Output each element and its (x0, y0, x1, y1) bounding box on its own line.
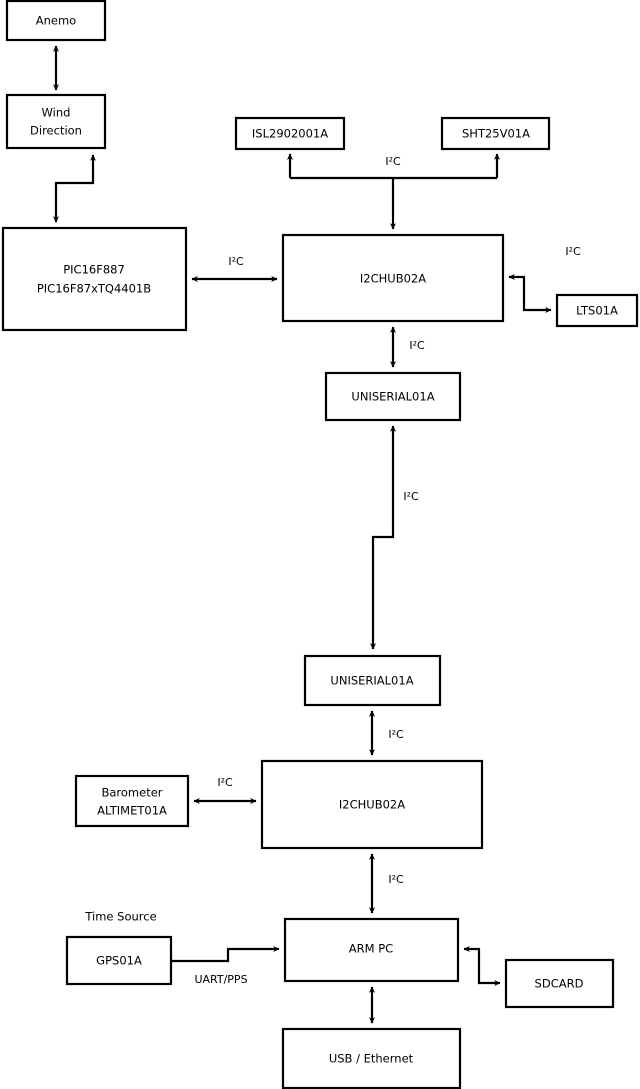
edge-pic-hub: I²C (191, 255, 278, 283)
edge-label-hub-armpc: I²C (388, 873, 404, 886)
node-label: SDCARD (535, 977, 584, 991)
edge-hub-lts: I²C (508, 245, 581, 314)
node-box[interactable] (65, 935, 173, 986)
node-box[interactable] (234, 116, 346, 151)
node-label-line1: Wind (42, 106, 71, 120)
node-barometer-altimet01a[interactable]: Barometer ALTIMET01A (74, 774, 190, 828)
node-box[interactable] (303, 654, 442, 707)
node-box[interactable] (555, 293, 639, 328)
node-box[interactable] (324, 371, 462, 422)
node-lts01a[interactable]: LTS01A (555, 293, 639, 328)
node-anemo[interactable]: Anemo (5, 0, 107, 42)
node-label: UNISERIAL01A (351, 390, 434, 404)
node-box[interactable] (5, 0, 107, 42)
node-uniserial01a-top[interactable]: UNISERIAL01A (324, 371, 462, 422)
edge-gps-armpc: UART/PPS (171, 945, 280, 986)
node-usb-ethernet[interactable]: USB / Ethernet (281, 1027, 462, 1089)
node-box[interactable] (5, 93, 107, 150)
node-wind-direction[interactable]: Wind Direction (5, 93, 107, 150)
node-gps01a[interactable]: GPS01A (65, 935, 173, 986)
edge-label-hub-uniserial-top: I²C (409, 339, 425, 352)
edge-hub-uniserial-top: I²C (389, 326, 425, 368)
edge-armpc-sdcard (463, 945, 501, 987)
node-sdcard[interactable]: SDCARD (504, 958, 615, 1009)
edge-barometer-hub: I²C (193, 776, 257, 805)
node-i2chub02a-bottom[interactable]: I2CHUB02A (260, 759, 484, 850)
edge-uniserial-uniserial: I²C (369, 425, 419, 650)
node-isl2902001a[interactable]: ISL2902001A (234, 116, 346, 151)
edge-wind-pic (52, 154, 97, 223)
node-box[interactable] (283, 917, 460, 983)
edge-label-isl-sht-bus: I²C (385, 155, 401, 168)
node-box[interactable] (74, 774, 190, 828)
node-pic16f887[interactable]: PIC16F887 PIC16F87xTQ4401B (1, 226, 188, 332)
edge-label-uniserial-hub-bottom: I²C (388, 728, 404, 741)
node-uniserial01a-bottom[interactable]: UNISERIAL01A (303, 654, 442, 707)
node-label-line2: ALTIMET01A (97, 804, 167, 818)
node-label: SHT25V01A (462, 127, 530, 141)
edge-line (171, 945, 280, 963)
node-label-line2: PIC16F87xTQ4401B (37, 282, 151, 296)
node-label-line2: Direction (30, 124, 82, 138)
node-label: UNISERIAL01A (330, 674, 413, 688)
edge-label-pic-hub: I²C (228, 255, 244, 268)
edge-line (52, 154, 97, 223)
node-label: GPS01A (96, 954, 142, 968)
node-label-line1: Barometer (101, 786, 162, 800)
node-label: Anemo (36, 14, 76, 28)
node-i2chub02a-top[interactable]: I2CHUB02A (281, 233, 505, 323)
node-label: ISL2902001A (252, 127, 328, 141)
node-box[interactable] (281, 1027, 462, 1089)
time-source-label: Time Source (84, 910, 156, 924)
edge-label-gps-armpc: UART/PPS (194, 973, 247, 986)
node-label: USB / Ethernet (329, 1052, 414, 1066)
node-box[interactable] (281, 233, 505, 323)
edge-line (463, 945, 501, 987)
edge-hub-isl-sht-bus: I²C (286, 153, 501, 230)
node-box[interactable] (260, 759, 484, 850)
node-arm-pc[interactable]: ARM PC (283, 917, 460, 983)
edge-label-barometer-hub: I²C (217, 776, 233, 789)
node-label: I2CHUB02A (360, 272, 426, 286)
node-box[interactable] (1, 226, 188, 332)
edge-label-uniserial-uniserial: I²C (403, 490, 419, 503)
node-label: I2CHUB02A (339, 798, 405, 812)
edge-hub-armpc: I²C (368, 853, 404, 914)
edge-line (508, 273, 552, 314)
node-label: LTS01A (576, 304, 618, 318)
node-box[interactable] (440, 116, 551, 151)
node-sht25v01a[interactable]: SHT25V01A (440, 116, 551, 151)
edge-label-hub-lts: I²C (565, 245, 581, 258)
node-box[interactable] (504, 958, 615, 1009)
edge-line (369, 425, 397, 650)
edge-uniserial-hub-bottom: I²C (368, 710, 404, 756)
node-label-line1: PIC16F887 (63, 263, 125, 277)
node-label: ARM PC (349, 942, 393, 956)
